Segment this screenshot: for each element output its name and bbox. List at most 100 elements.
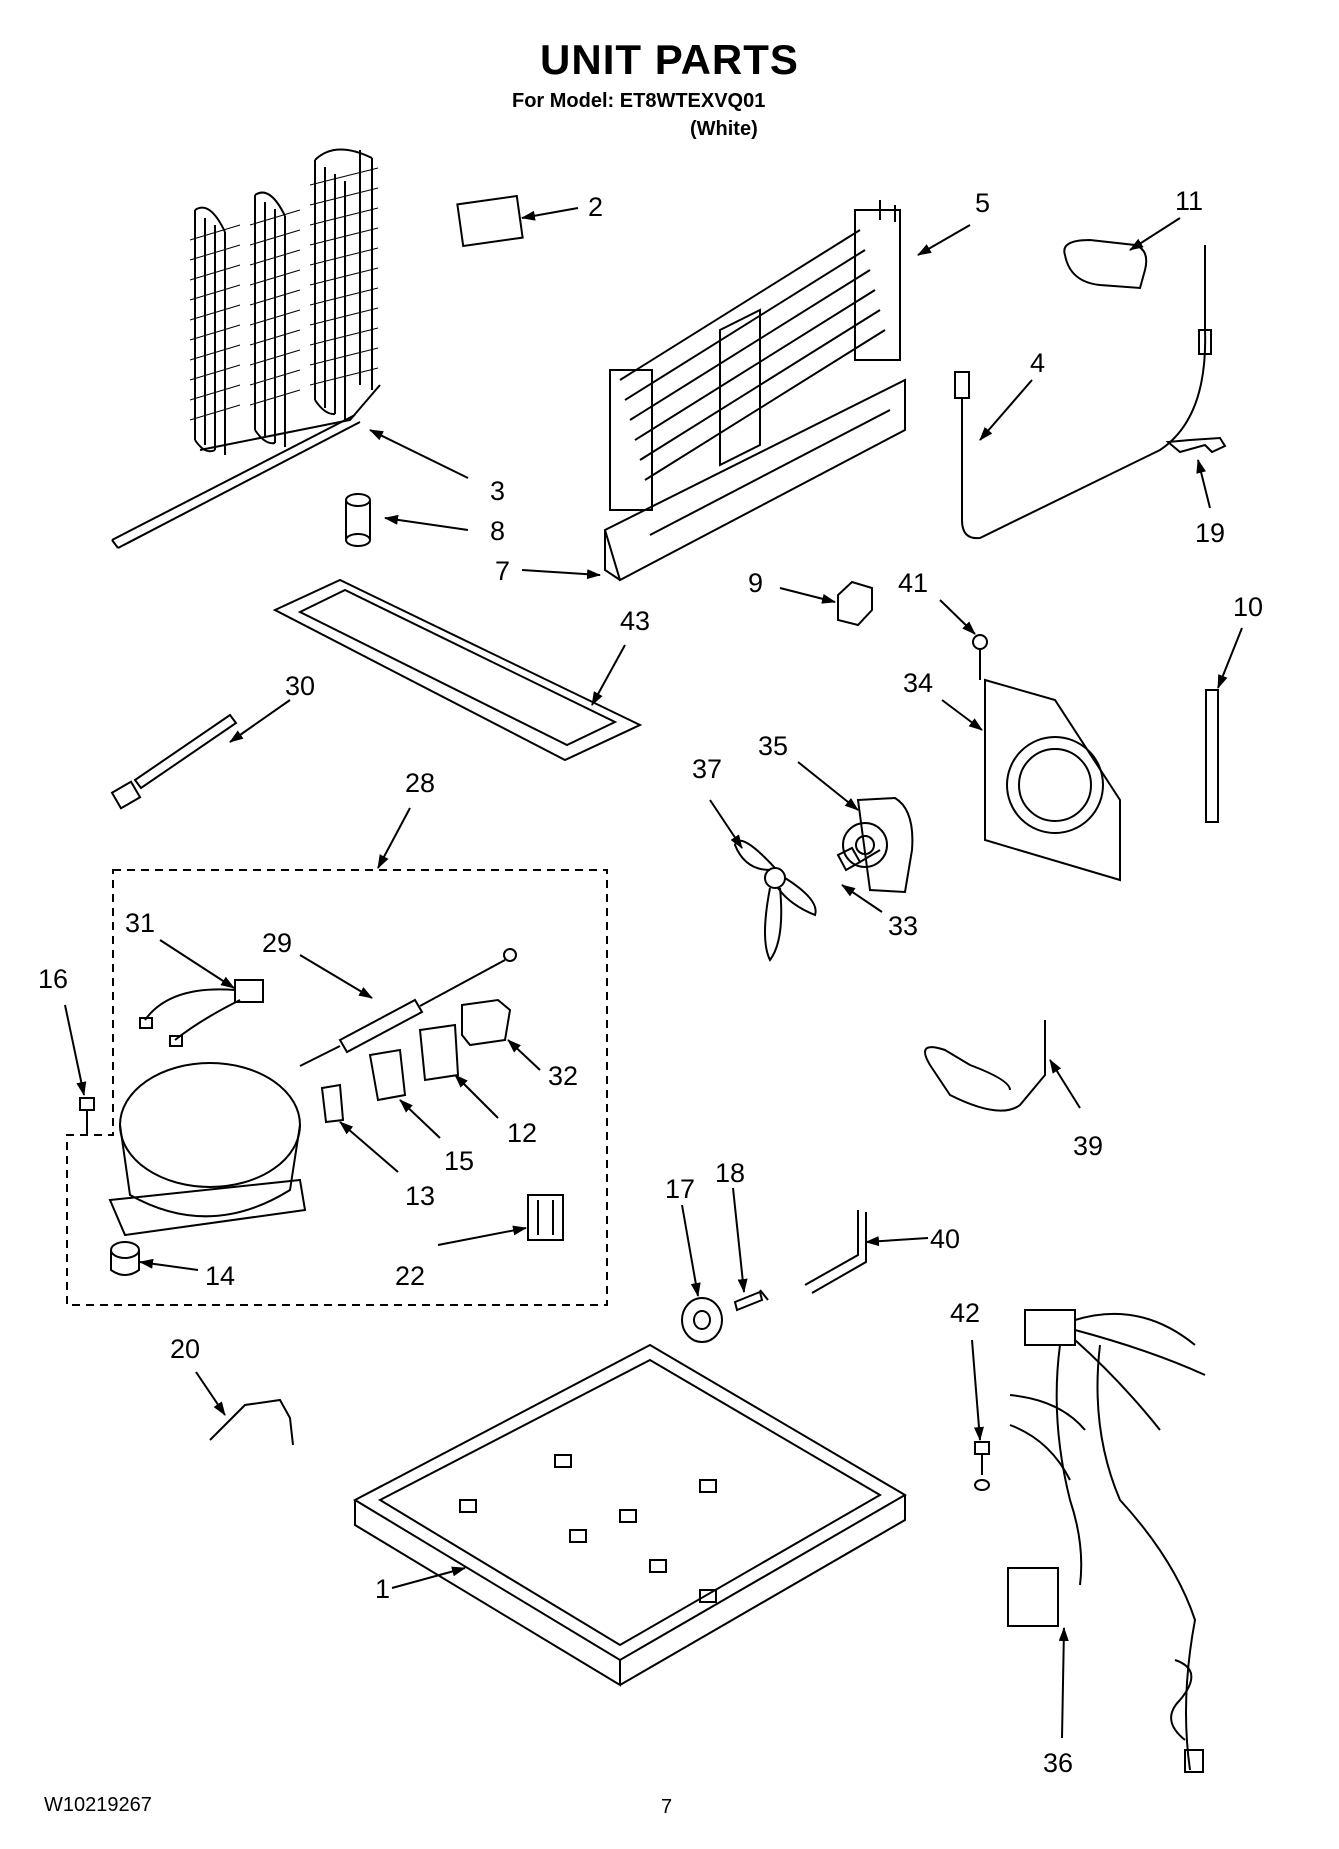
drain-tray	[272, 578, 643, 762]
filter-drier	[299, 948, 517, 1067]
leader-7	[521, 569, 601, 580]
screw-42	[974, 1441, 990, 1491]
terminal	[320, 1083, 345, 1124]
tie-strap	[110, 713, 238, 810]
callout-41: 41	[898, 568, 928, 598]
callout-2: 2	[588, 192, 603, 222]
grommet	[110, 1241, 140, 1276]
overload	[368, 1048, 407, 1102]
callout-32: 32	[548, 1061, 578, 1091]
leader-41	[939, 599, 976, 635]
clip-part	[1165, 436, 1227, 454]
leader-11	[1129, 217, 1181, 251]
callout-9: 9	[748, 568, 763, 598]
plug-22	[527, 1194, 564, 1241]
leader-28	[377, 807, 411, 869]
leader-30	[229, 699, 291, 743]
callout-12: 12	[507, 1118, 537, 1148]
callout-28: 28	[405, 768, 435, 798]
page-number: 7	[661, 1796, 673, 1818]
leader-19	[1196, 459, 1211, 509]
leader-42	[971, 1339, 984, 1441]
leader-14	[139, 1258, 199, 1271]
leader-13	[339, 1121, 399, 1173]
callout-42: 42	[950, 1298, 980, 1328]
fan-blade	[733, 839, 817, 962]
callout-4: 4	[1030, 348, 1045, 378]
leader-18	[732, 1187, 748, 1293]
callout-7: 7	[495, 556, 510, 586]
leader-15	[399, 1099, 441, 1139]
bolt-16	[79, 1097, 95, 1135]
callout-18: 18	[715, 1158, 745, 1188]
pad-part	[456, 194, 524, 248]
callout-36: 36	[1043, 1748, 1073, 1778]
compressor	[108, 1062, 307, 1237]
leader-17	[681, 1204, 701, 1297]
condenser-coil	[111, 148, 381, 549]
callout-43: 43	[620, 606, 650, 636]
leader-9	[779, 587, 836, 604]
foot	[681, 1297, 723, 1343]
leader-16	[64, 1004, 87, 1096]
callout-19: 19	[1195, 518, 1225, 548]
screw-18	[733, 1289, 769, 1312]
wire-20	[209, 1398, 294, 1446]
leader-10	[1217, 627, 1243, 689]
cap-part	[1063, 238, 1148, 290]
callout-39: 39	[1073, 1131, 1103, 1161]
callout-14: 14	[205, 1261, 235, 1291]
leader-39	[1049, 1059, 1081, 1109]
tube	[804, 1210, 867, 1294]
leader-37	[709, 799, 743, 849]
leader-29	[299, 954, 373, 999]
callout-37: 37	[692, 754, 722, 784]
relay	[418, 1023, 460, 1082]
leader-40	[865, 1236, 929, 1247]
cylinder-part	[345, 493, 371, 547]
evaporator	[609, 200, 901, 511]
strip-part	[1205, 689, 1219, 823]
wire-harness	[1007, 1309, 1206, 1773]
leader-1	[391, 1566, 466, 1589]
page-title: UNIT PARTS	[540, 36, 799, 83]
callout-29: 29	[262, 928, 292, 958]
bracket-part	[837, 580, 873, 627]
callout-13: 13	[405, 1181, 435, 1211]
callout-8: 8	[490, 516, 505, 546]
callout-20: 20	[170, 1334, 200, 1364]
model-line: For Model: ET8WTEXVQ01	[512, 90, 766, 112]
leader-12	[454, 1074, 499, 1119]
fan-shroud	[972, 634, 1121, 882]
base-frame	[352, 1343, 907, 1687]
leader-36	[1058, 1627, 1069, 1739]
callout-40: 40	[930, 1224, 960, 1254]
leader-5	[917, 224, 971, 256]
fan-motor	[842, 796, 914, 894]
callout-31: 31	[125, 908, 155, 938]
relay-cover	[461, 998, 512, 1047]
leader-4	[979, 379, 1033, 441]
leader-32	[507, 1039, 541, 1071]
callout-16: 16	[38, 964, 68, 994]
leader-3	[369, 429, 469, 479]
callout-11: 11	[1175, 186, 1203, 216]
screw-33	[836, 846, 881, 872]
leader-8	[384, 514, 469, 531]
drain-trough	[603, 378, 906, 582]
callout-17: 17	[665, 1174, 695, 1204]
callout-1: 1	[375, 1574, 390, 1604]
callout-35: 35	[758, 731, 788, 761]
leader-43	[591, 644, 626, 706]
callout-10: 10	[1233, 592, 1263, 622]
leader-34	[941, 699, 983, 731]
leader-20	[195, 1371, 226, 1416]
leader-35	[797, 761, 859, 811]
callout-33: 33	[888, 911, 918, 941]
callout-3: 3	[490, 476, 505, 506]
hose	[924, 1020, 1046, 1112]
wire-connector	[139, 979, 264, 1047]
document-number: W10219267	[44, 1794, 152, 1816]
callout-34: 34	[903, 668, 933, 698]
